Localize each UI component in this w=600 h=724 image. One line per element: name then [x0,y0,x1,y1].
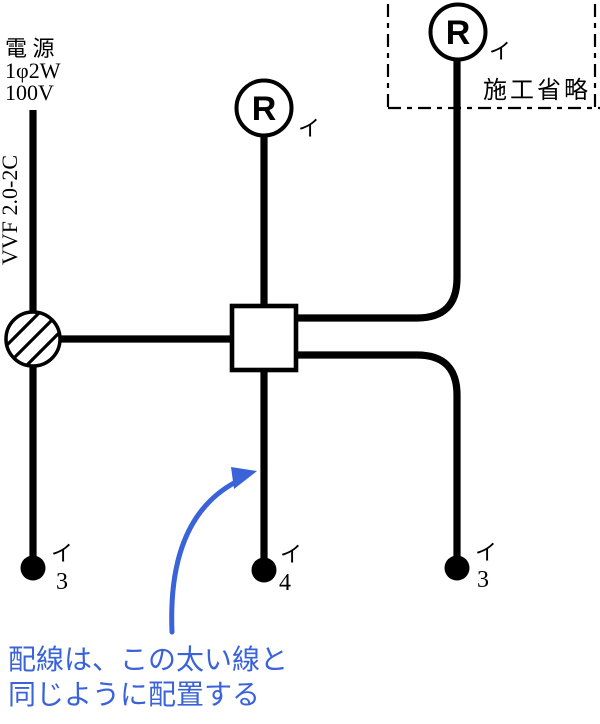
omission-box [386,4,600,110]
terminal-labels: イ 3 イ 4 イ 3 [51,540,497,596]
terminal-left-branch-label: イ [51,541,73,566]
power-source-symbol [4,310,62,368]
junction-box [229,303,299,373]
terminal-dot-right [444,555,470,581]
terminal-left-count-label: 3 [56,569,68,595]
lamp-topright-circle [428,2,488,62]
wires [29,59,461,572]
lamp-middle-circle [234,78,294,138]
terminal-middle-branch-label: イ [280,542,302,567]
lamp-topright-letter: R [446,14,471,52]
omission-label: 施工省略 [483,77,591,104]
lamp-receptacle-middle: R イ [234,78,320,141]
lamp-middle-branch-label: イ [298,116,320,141]
lamp-receptacle-topright: R イ [428,2,511,64]
lamp-middle-letter: R [252,90,277,128]
terminal-dots [20,555,470,583]
annotation-text: 配線は、この太い線と 同じように配置する [8,644,288,710]
terminal-dot-left [20,555,46,581]
power-voltage-label: 100V [5,80,54,105]
power-title-label: 電 源 [5,36,55,61]
terminal-middle-count-label: 4 [279,570,291,596]
power-spec-label: 1φ2W [5,58,61,83]
annotation-arrowhead-icon [231,467,257,489]
power-source-labels: 電 源 1φ2W 100V [5,36,61,105]
lamp-topright-branch-label: イ [489,39,511,64]
annotation-line2: 同じように配置する [8,679,260,710]
annotation-line1: 配線は、この太い線と [8,644,288,675]
terminal-right-count-label: 3 [477,567,489,593]
annotation-arrow [169,467,257,635]
wire-junction-to-lamp-topright [295,59,461,322]
terminal-right-branch-label: イ [475,540,497,565]
terminal-dot-middle [251,557,277,583]
annotation-arrow-curve [169,475,247,635]
cable-type-label: VVF 2.0-2C [0,155,22,265]
wire-junction-to-terminal-right [295,351,461,569]
